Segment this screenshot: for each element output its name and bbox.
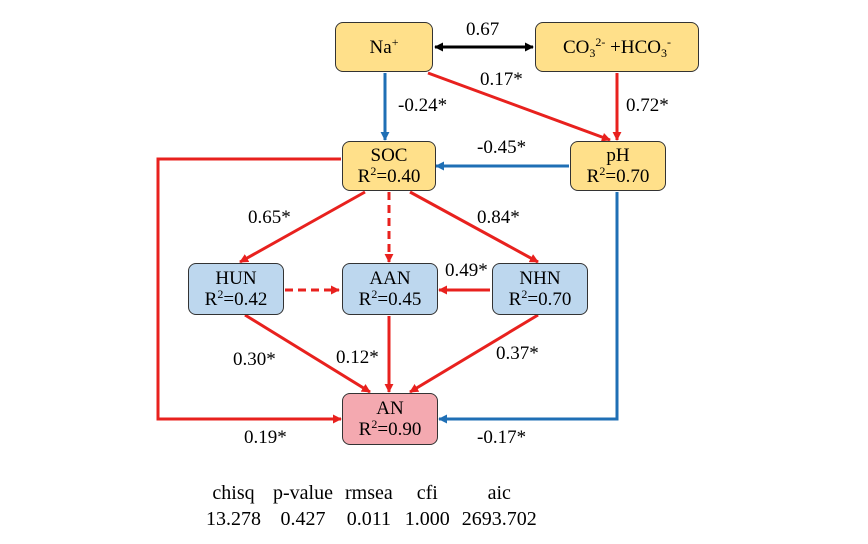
coef-na-co3: 0.67 <box>466 19 500 40</box>
path-soc-nhn <box>409 190 539 264</box>
path-soc-an <box>156 157 342 424</box>
coef-soc-an: 0.19* <box>244 427 287 448</box>
path-ph-an <box>438 192 619 424</box>
node-soc: SOC R2=0.40 <box>342 141 436 191</box>
node-hun: HUN R2=0.42 <box>188 263 284 315</box>
fit-header-row: chisq p-value rmsea cfi aic <box>200 480 543 506</box>
node-an-r2: =0.90 <box>377 419 422 440</box>
path-hun-an <box>244 313 371 394</box>
coef-soc-nhn: 0.84* <box>477 207 520 228</box>
node-nhn: NHN R2=0.70 <box>492 263 588 315</box>
node-ph-r2: =0.70 <box>605 166 650 187</box>
node-nhn-r2: =0.70 <box>527 289 572 310</box>
fit-value-chisq: 13.278 <box>206 508 261 530</box>
node-an-r: R <box>358 419 372 440</box>
coef-aan-an: 0.12* <box>336 347 379 368</box>
coef-nhn-an: 0.37* <box>496 343 539 364</box>
coef-co3-ph: 0.72* <box>626 95 669 116</box>
node-aan: AAN R2=0.45 <box>342 263 438 315</box>
fit-header-rmsea: rmsea <box>344 482 393 504</box>
fit-header-pvalue: p-value <box>273 482 333 504</box>
node-co3-hco3: CO32- +HCO3- <box>535 22 699 72</box>
coef-hun-an: 0.30* <box>233 349 276 370</box>
node-soc-label: SOC <box>370 145 408 166</box>
node-soc-r: R <box>357 166 371 187</box>
node-soc-r-sup: 2 <box>370 164 377 178</box>
node-an-r-sup: 2 <box>371 417 378 431</box>
node-co3-sub: 3 <box>589 45 596 60</box>
node-ph-label: pH <box>606 145 630 166</box>
node-an: AN R2=0.90 <box>342 393 438 445</box>
fit-value-row: 13.278 0.427 0.011 1.000 2693.702 <box>200 506 543 532</box>
node-aan-r-sup: 2 <box>371 287 378 301</box>
node-aan-label: AAN <box>369 268 411 289</box>
coef-soc-hun: 0.65* <box>248 207 291 228</box>
fit-header-chisq: chisq <box>212 482 255 504</box>
fit-header-cfi: cfi <box>416 482 438 504</box>
node-hco3-sub: 3 <box>661 45 667 60</box>
node-ph: pH R2=0.70 <box>570 141 666 191</box>
node-ph-r-sup: 2 <box>599 164 606 178</box>
node-nhn-r-sup: 2 <box>521 287 528 301</box>
node-hun-r-sup: 2 <box>217 287 224 301</box>
coef-nhn-aan: 0.49* <box>445 260 488 281</box>
fit-value-rmsea: 0.011 <box>346 508 391 530</box>
path-na-ph <box>427 71 611 142</box>
path-soc-hun <box>239 190 366 264</box>
coef-na-ph: 0.17* <box>480 69 523 90</box>
node-nhn-r: R <box>508 289 522 310</box>
node-hun-label: HUN <box>215 268 257 289</box>
node-hun-r2: =0.42 <box>223 289 268 310</box>
node-an-label: AN <box>376 398 404 419</box>
coef-ph-an: -0.17* <box>477 427 527 448</box>
node-hco3-sup: - <box>667 34 671 49</box>
node-aan-r2: =0.45 <box>377 289 422 310</box>
node-co3-sup: 2- <box>595 34 606 49</box>
node-na-sup: + <box>391 34 399 49</box>
node-soc-r2: =0.40 <box>376 166 421 187</box>
node-hun-r: R <box>204 289 218 310</box>
node-na-label: Na <box>369 36 392 58</box>
fit-header-aic: aic <box>487 482 511 504</box>
coef-na-soc: -0.24* <box>398 95 448 116</box>
node-aan-r: R <box>358 289 372 310</box>
path-nhn-an <box>409 313 539 394</box>
node-na: Na+ <box>335 22 433 72</box>
node-hco3-label: +HCO <box>605 36 661 58</box>
node-co3-label: CO <box>563 36 590 58</box>
node-ph-r: R <box>586 166 600 187</box>
model-fit-table: chisq p-value rmsea cfi aic 13.278 0.427… <box>200 480 620 532</box>
fit-value-cfi: 1.000 <box>404 508 450 530</box>
coef-ph-soc: -0.45* <box>477 137 527 158</box>
fit-value-pvalue: 0.427 <box>280 508 326 530</box>
node-nhn-label: NHN <box>519 268 561 289</box>
fit-value-aic: 2693.702 <box>461 508 537 530</box>
